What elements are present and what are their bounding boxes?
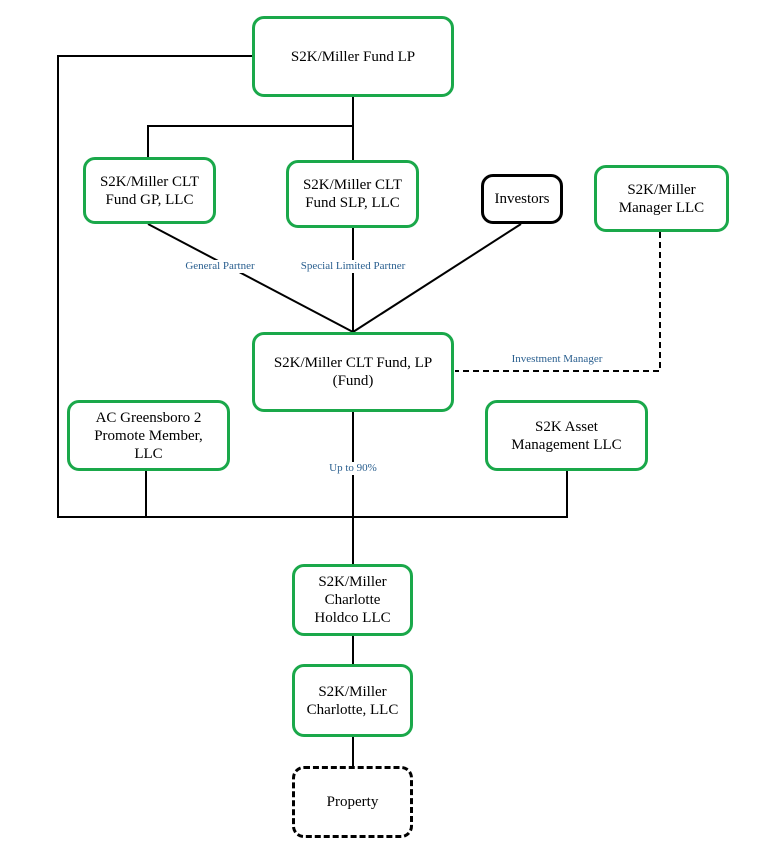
charlotte-node: S2K/Miller Charlotte, LLC xyxy=(292,664,413,737)
fund-lp-to-subs-connector xyxy=(147,97,354,157)
greensboro-node: AC Greensboro 2 Promote Member, LLC xyxy=(67,400,230,471)
clt-slp-node: S2K/Miller CLT Fund SLP, LLC xyxy=(286,160,419,228)
asset-mgmt-node: S2K Asset Management LLC xyxy=(485,400,648,471)
general-partner-label: General Partner xyxy=(185,260,255,273)
manager-node: S2K/Miller Manager LLC xyxy=(594,165,729,232)
property-node: Property xyxy=(292,766,413,838)
asset-mgmt-connector xyxy=(353,471,568,518)
holdco-node: S2K/Miller Charlotte Holdco LLC xyxy=(292,564,413,636)
gp-to-fund-connector xyxy=(147,223,354,333)
clt-fund-node: S2K/Miller CLT Fund, LP (Fund) xyxy=(252,332,454,412)
up-to-label: Up to 90% xyxy=(329,462,377,475)
fund-lp-node: S2K/Miller Fund LP xyxy=(252,16,454,97)
manager-to-fund-connector xyxy=(455,232,661,372)
investors-node: Investors xyxy=(481,174,563,224)
clt-gp-node: S2K/Miller CLT Fund GP, LLC xyxy=(83,157,216,224)
investment-manager-label: Investment Manager xyxy=(511,353,603,366)
fund-lp-outer-connector xyxy=(57,55,353,518)
special-limited-partner-label: Special Limited Partner xyxy=(300,260,406,273)
investors-to-fund-connector xyxy=(352,223,522,333)
